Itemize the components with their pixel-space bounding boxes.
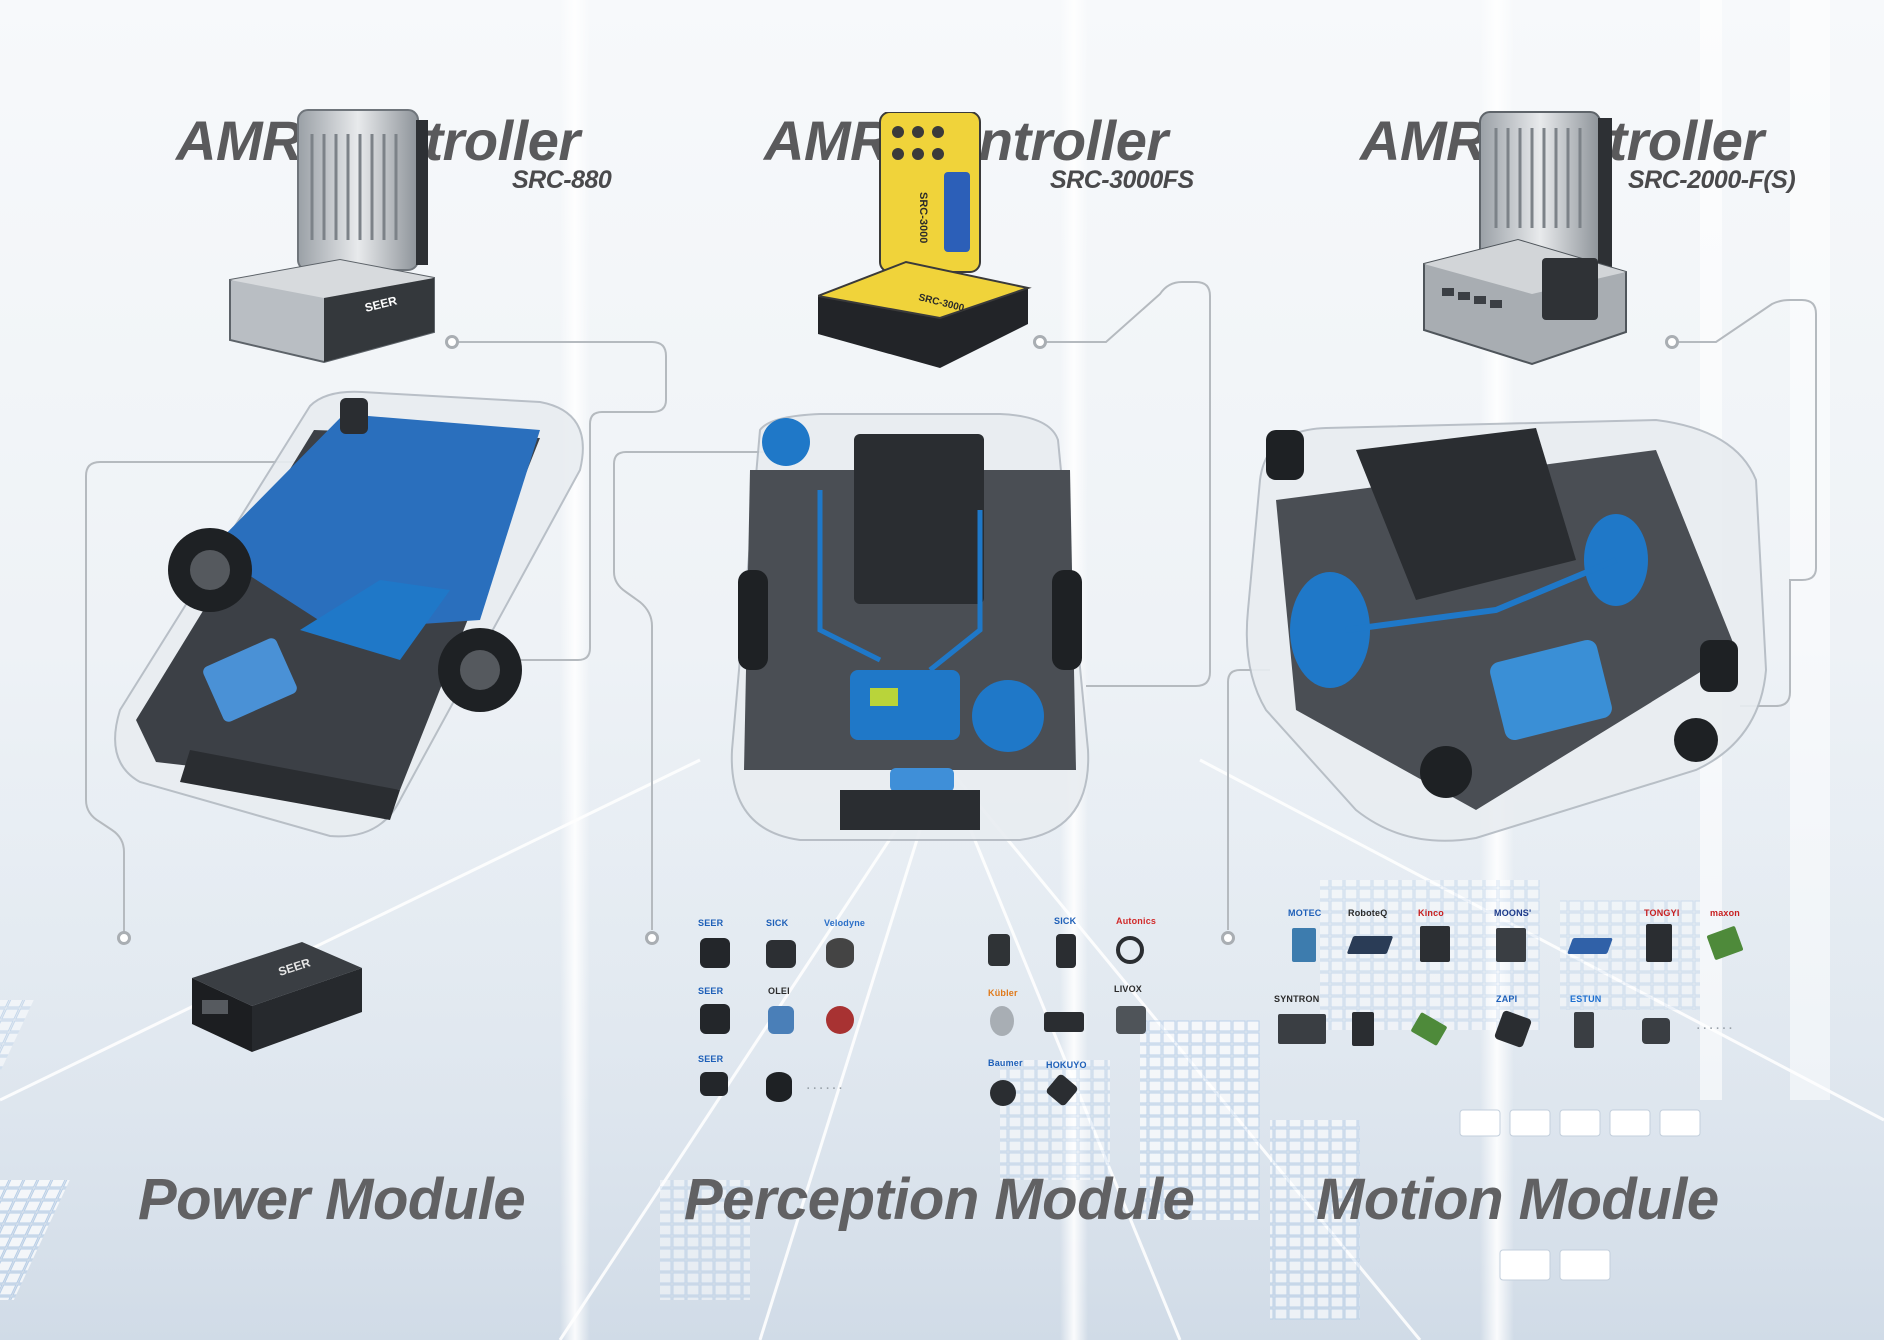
more-indicator: ...... — [1696, 1016, 1735, 1033]
sensor-icon — [990, 1080, 1016, 1106]
sensor-icon — [1116, 936, 1144, 964]
brand-logo: RoboteQ — [1348, 908, 1388, 918]
driver-icon — [1278, 1014, 1326, 1044]
driver-icon — [1352, 1012, 1374, 1046]
brand-logo: ESTUN — [1570, 994, 1602, 1004]
brand-logo: SEER — [698, 986, 724, 996]
controller-src-880-image: SEER — [229, 109, 435, 364]
svg-text:SRC-3000: SRC-3000 — [917, 192, 929, 243]
sensor-icon — [1116, 1006, 1146, 1034]
lidar-sensor-icon — [826, 1006, 854, 1034]
brand-logo: Baumer — [988, 1058, 1023, 1068]
motion-module-title: Motion Module — [1316, 1167, 1719, 1232]
brand-logo: TONGYI — [1644, 908, 1680, 918]
connector-dot — [1665, 335, 1679, 349]
brand-logo: Velodyne — [824, 918, 866, 928]
driver-icon — [1574, 1012, 1594, 1048]
controller-model-1: SRC-880 — [512, 166, 612, 194]
connector-dot — [117, 931, 131, 945]
amr-chassis-motion-view — [1245, 418, 1768, 842]
brand-logo: SICK — [766, 918, 789, 928]
connector-dot — [1221, 931, 1235, 945]
driver-icon — [1496, 928, 1526, 962]
sensor-icon — [990, 1006, 1014, 1036]
sensor-icon — [1045, 1073, 1079, 1107]
perception-module-title: Perception Module — [684, 1167, 1195, 1232]
sensor-icon — [1056, 934, 1076, 968]
driver-icon — [1493, 1009, 1533, 1049]
controller-src-2000-fs-image — [1423, 111, 1627, 366]
driver-icon — [1410, 1011, 1448, 1047]
brand-logo: LIVOX — [1114, 984, 1143, 994]
amr-chassis-power-view — [114, 390, 584, 838]
driver-icon — [1346, 936, 1394, 954]
driver-icon — [1420, 926, 1450, 962]
lidar-sensor-icon — [766, 1072, 792, 1102]
more-indicator: ...... — [806, 1076, 845, 1093]
lidar-sensor-icon — [766, 940, 796, 968]
driver-icon — [1567, 938, 1613, 954]
brand-logo: maxon — [1710, 908, 1741, 918]
driver-icon — [1292, 928, 1316, 962]
lidar-sensor-icon — [826, 938, 854, 968]
sensor-icon — [1044, 1012, 1084, 1032]
brand-logo: SEER — [698, 1054, 724, 1064]
brand-logo: SEER — [698, 918, 724, 928]
driver-icon — [1646, 924, 1672, 962]
lidar-sensor-icon — [768, 1006, 794, 1034]
motion-driver-group: MOTEC RoboteQ Kinco MOONS' TONGYI maxon … — [1270, 900, 1760, 1080]
power-module-title: Power Module — [138, 1167, 526, 1232]
brand-logo: MOONS' — [1494, 908, 1532, 918]
sensor-icon — [988, 934, 1010, 966]
brand-logo: Autonics — [1116, 916, 1157, 926]
connector-dot — [445, 335, 459, 349]
controller-src-3000fs-image: SRC-3000 SRC-3000 — [818, 112, 1032, 368]
brand-logo: OLEI — [768, 986, 790, 996]
brand-logo: HOKUYO — [1046, 1060, 1087, 1070]
power-module-battery-image: SEER — [192, 942, 362, 1052]
brand-logo: Kübler — [988, 988, 1018, 998]
lidar-sensor-icon — [700, 938, 730, 968]
connector-dot — [1033, 335, 1047, 349]
brand-logo: SICK — [1054, 916, 1077, 926]
driver-icon — [1642, 1018, 1670, 1044]
perception-sensor-group-1: SEER SICK Velodyne SEER OLEI SEER ...... — [688, 912, 878, 1112]
lidar-sensor-icon — [700, 1004, 730, 1034]
controller-model-2: SRC-3000FS — [1050, 166, 1194, 194]
amr-chassis-perception-view — [730, 413, 1090, 841]
brand-logo: Kinco — [1418, 908, 1445, 918]
connector-dot — [645, 931, 659, 945]
driver-icon — [1706, 925, 1744, 961]
lidar-sensor-icon — [700, 1072, 728, 1096]
brand-logo: MOTEC — [1288, 908, 1322, 918]
brand-logo: SYNTRON — [1274, 994, 1320, 1004]
brand-logo: ZAPI — [1496, 994, 1518, 1004]
perception-sensor-group-2: SICK Autonics Kübler LIVOX Baumer HOKUYO — [984, 912, 1164, 1122]
controller-model-3: SRC-2000-F(S) — [1628, 166, 1796, 194]
